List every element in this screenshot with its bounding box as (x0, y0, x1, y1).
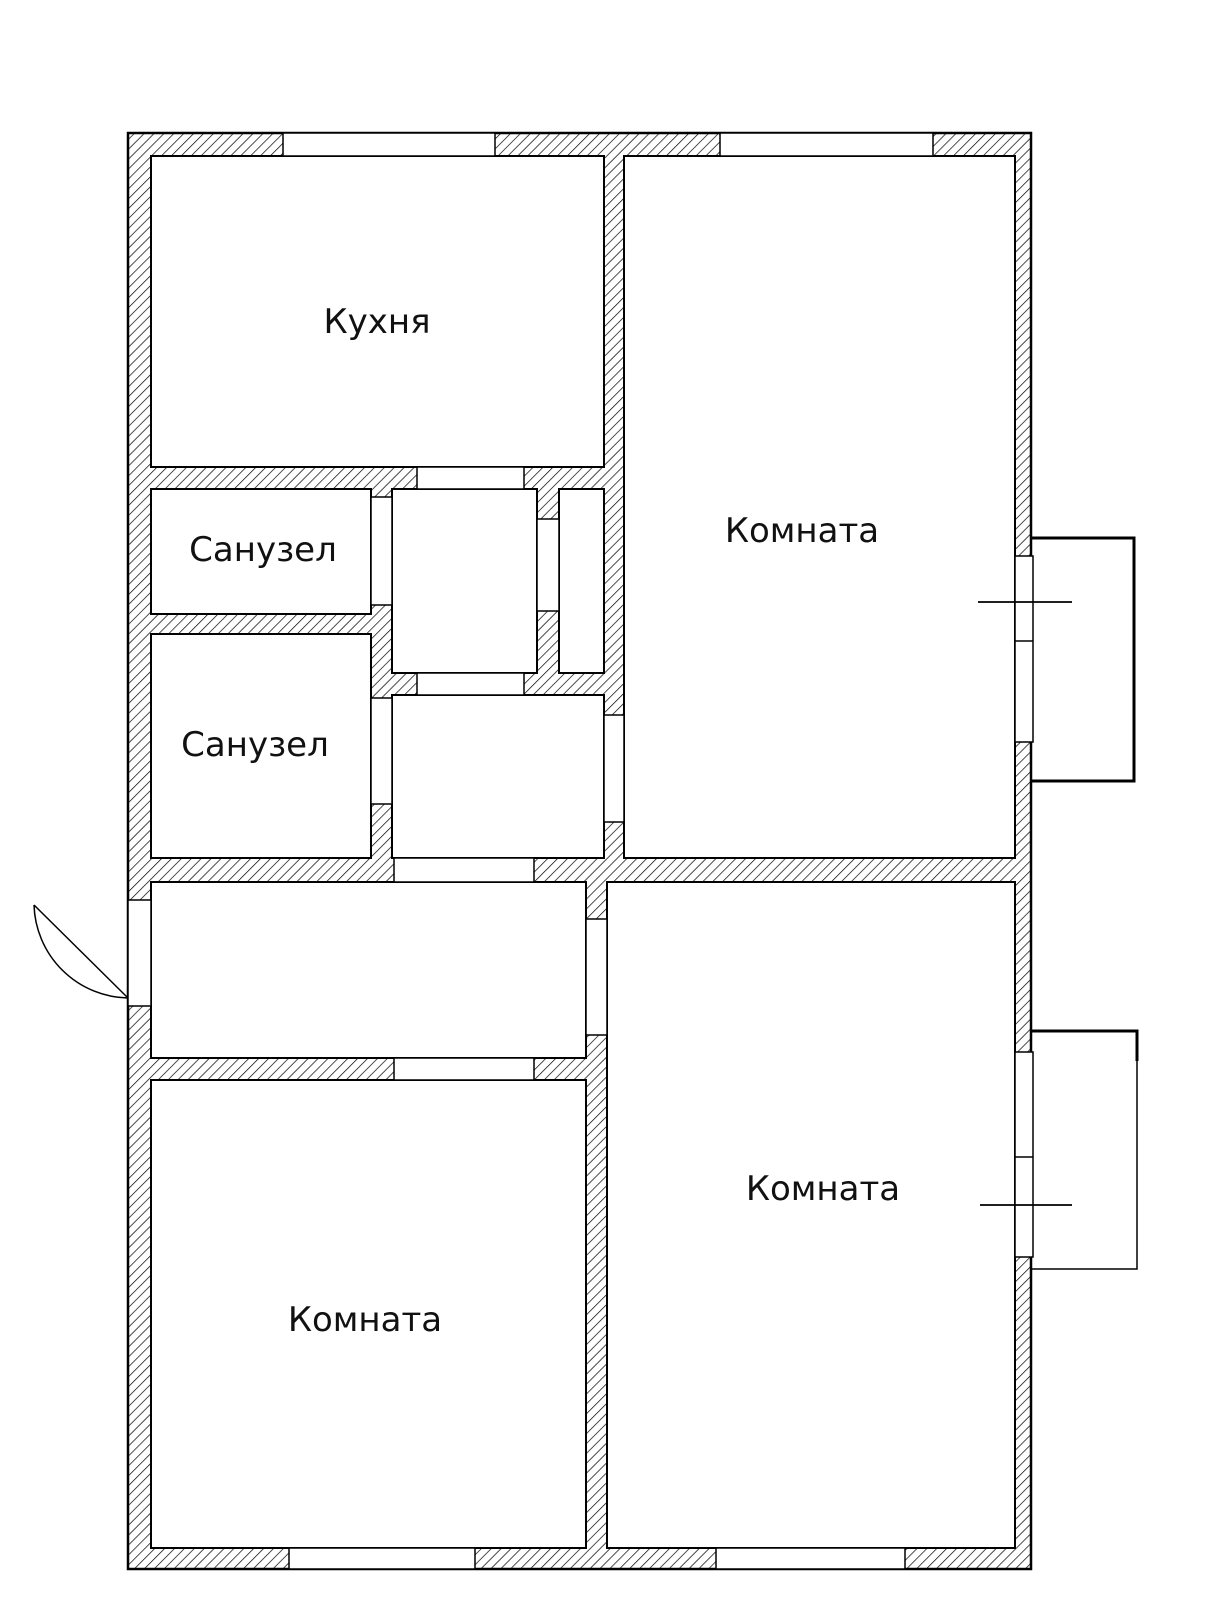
doorway-storage (603, 714, 625, 823)
window-top-2 (719, 132, 934, 157)
room-bottom-right: Комната (606, 881, 1016, 1549)
entrance-door-swing (33, 904, 129, 999)
room-label-bottom-left: Комната (288, 1300, 442, 1340)
balcony-bottom-right (1031, 1029, 1139, 1061)
doorway-bath1 (370, 496, 393, 606)
balcony-door-top (1014, 555, 1034, 743)
doorway-hall-right (585, 918, 608, 1036)
window-bottom-1 (288, 1547, 476, 1570)
window-top-1 (282, 132, 496, 157)
room-label-top-right: Комната (725, 511, 879, 551)
doorway-kitchen (416, 466, 525, 490)
room-top-right: Комната (623, 155, 1016, 859)
room-label-kitchen: Кухня (323, 302, 430, 342)
doorway-hall-top (393, 857, 535, 883)
balcony-top-right (1031, 536, 1136, 783)
doorway-bath2 (370, 697, 393, 805)
room-bottom-left: Комната (150, 1079, 587, 1549)
storage-room (391, 694, 605, 859)
room-label-bathroom-1: Санузел (189, 530, 337, 570)
room-label-bottom-right: Комната (746, 1169, 900, 1209)
balcony-bottom-right-rail (1031, 1061, 1138, 1270)
window-bottom-2 (715, 1547, 906, 1570)
balcony-door-bottom (1014, 1051, 1034, 1258)
room-bathroom-2: Санузел (150, 633, 372, 859)
narrow-closet (558, 488, 605, 674)
room-bathroom-1: Санузел (150, 488, 372, 615)
room-label-bathroom-2: Санузел (181, 725, 329, 765)
hallway (150, 881, 587, 1059)
doorway-hall-bottom (393, 1057, 535, 1081)
closet-room (391, 488, 538, 674)
doorway-closet (536, 518, 560, 612)
room-kitchen: Кухня (150, 155, 605, 468)
entrance-doorway (127, 899, 152, 1007)
doorway-closet-bottom (416, 672, 525, 696)
